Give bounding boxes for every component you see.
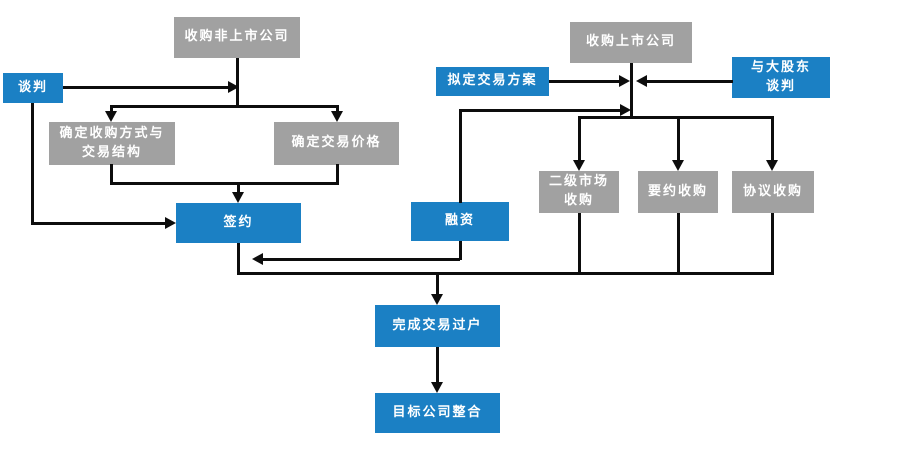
connector-determine-price-down <box>336 164 339 184</box>
node-secondary-market-acquisition-label: 二级市场 收购 <box>549 173 609 211</box>
connector-shareholders-to-main <box>647 80 733 83</box>
arrow-right-icon <box>165 217 176 229</box>
connector-negotiate-to-sign <box>31 222 166 225</box>
connector-financing-to-listed-main <box>459 109 620 112</box>
node-determine-method-structure-line2: 交易结构 <box>81 144 142 160</box>
node-agreement-acquisition-label: 协议收购 <box>742 183 803 199</box>
arrow-down-icon <box>766 160 778 171</box>
node-agreement-acquisition: 协议收购 <box>732 171 814 213</box>
connector-draft-plan-to-main <box>549 80 619 83</box>
arrow-down-icon <box>431 382 443 393</box>
node-financing: 融资 <box>411 202 509 241</box>
arrow-right-icon <box>620 104 631 116</box>
node-acquire-private-company-label: 收购非上市公司 <box>184 29 290 45</box>
arrow-right-icon <box>619 75 630 87</box>
node-determine-method-structure: 确定收购方式与 交易结构 <box>49 122 175 165</box>
node-complete-transfer: 完成交易过户 <box>375 305 500 347</box>
arrow-down-icon <box>232 192 244 203</box>
node-negotiate-major-shareholders-line1: 与大股东 <box>750 59 811 75</box>
connector-to-complete-transfer <box>436 273 439 295</box>
arrow-down-icon <box>431 294 443 305</box>
connector-to-integration <box>436 347 439 383</box>
connector-tender-offer-down <box>677 213 680 274</box>
node-negotiate-major-shareholders-line2: 谈判 <box>765 78 796 94</box>
node-negotiate: 谈判 <box>3 73 63 103</box>
connector-to-determine-price <box>336 105 339 112</box>
arrow-down-icon <box>331 111 343 122</box>
node-negotiate-major-shareholders: 与大股东 谈判 <box>732 57 830 98</box>
node-draft-transaction-plan: 拟定交易方案 <box>436 67 549 96</box>
connector-financing-up <box>459 110 462 203</box>
connector-to-determine-method <box>110 105 113 112</box>
node-determine-price: 确定交易价格 <box>274 122 399 165</box>
connector-negotiate-to-main <box>63 86 229 89</box>
arrow-left-icon <box>636 75 647 87</box>
node-sign-contract-label: 签约 <box>223 214 254 230</box>
connector-listed-split <box>578 116 774 119</box>
node-determine-method-structure-line1: 确定收购方式与 <box>59 125 165 141</box>
node-draft-transaction-plan-label: 拟定交易方案 <box>447 73 538 89</box>
connector-to-secondary-market <box>578 116 581 161</box>
arrow-left-icon <box>252 253 263 265</box>
node-acquire-listed-company-label: 收购上市公司 <box>585 34 676 50</box>
node-negotiate-label: 谈判 <box>17 79 48 95</box>
connector-financing-to-sign <box>263 258 460 261</box>
node-acquire-private-company: 收购非上市公司 <box>174 17 300 58</box>
node-determine-method-structure-label: 确定收购方式与 交易结构 <box>59 125 164 163</box>
connector-secondary-market-down <box>578 213 581 274</box>
node-tender-offer-acquisition-label: 要约收购 <box>647 183 708 199</box>
connector-private-split <box>110 105 339 108</box>
connector-merge-drop <box>237 182 240 193</box>
connector-to-tender-offer <box>677 116 680 161</box>
node-secondary-market-acquisition-line2: 收购 <box>563 193 594 208</box>
arrow-right-icon <box>228 81 239 93</box>
node-acquire-listed-company: 收购上市公司 <box>570 22 692 63</box>
node-complete-transfer-label: 完成交易过户 <box>392 317 483 333</box>
node-secondary-market-acquisition-line1: 二级市场 <box>548 174 609 190</box>
node-target-company-integration-label: 目标公司整合 <box>392 404 483 420</box>
node-target-company-integration: 目标公司整合 <box>375 393 500 433</box>
arrow-down-icon <box>105 111 117 122</box>
connector-negotiate-down <box>31 103 34 224</box>
connector-agreement-down <box>771 213 774 274</box>
node-negotiate-major-shareholders-label: 与大股东 谈判 <box>751 59 811 97</box>
arrow-down-icon <box>573 160 585 171</box>
connector-merge-to-sign <box>110 182 339 185</box>
node-sign-contract: 签约 <box>176 203 301 243</box>
arrow-down-icon <box>672 160 684 171</box>
connector-collector <box>237 272 774 275</box>
connector-to-agreement <box>771 116 774 161</box>
node-secondary-market-acquisition: 二级市场 收购 <box>539 171 619 213</box>
node-determine-price-label: 确定交易价格 <box>291 135 382 151</box>
node-tender-offer-acquisition: 要约收购 <box>638 171 718 213</box>
connector-sign-down <box>237 243 240 274</box>
connector-determine-method-down <box>110 164 113 184</box>
node-financing-label: 融资 <box>444 213 475 229</box>
connector-financing-down <box>459 241 462 260</box>
connector-acquire-listed-down <box>630 63 633 119</box>
